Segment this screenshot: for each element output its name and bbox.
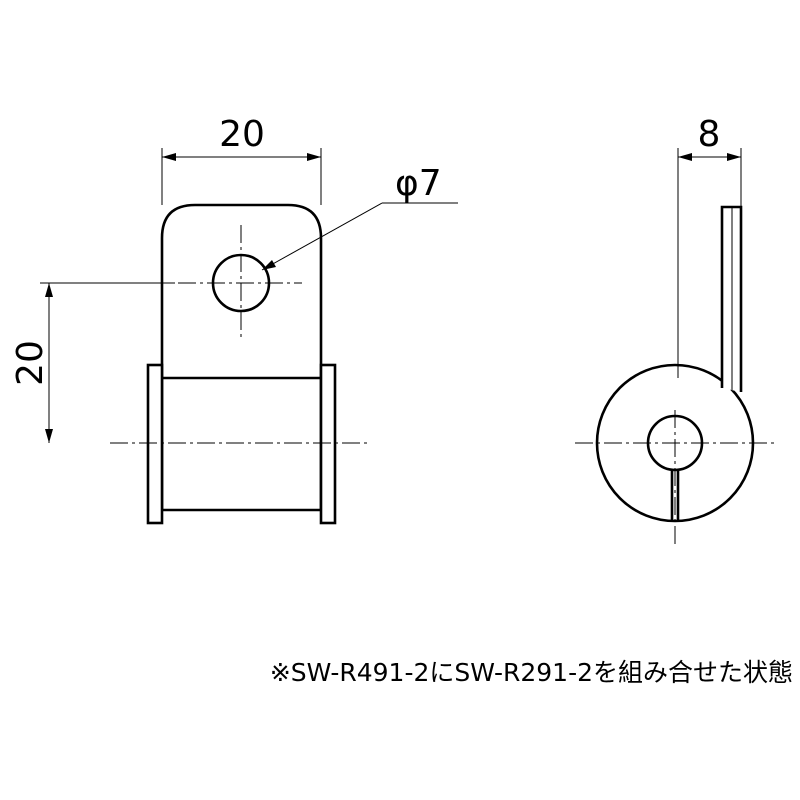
front-tab-outline	[160, 203, 323, 365]
side-thickness-dimension: 8	[677, 114, 742, 378]
hole-leader-diagonal	[261, 202, 383, 271]
hole-diameter-label: φ7	[395, 163, 442, 204]
hole-diameter-callout: φ7	[261, 163, 458, 271]
hole-leader-arrow	[262, 260, 276, 270]
front-width-label: 20	[219, 114, 265, 155]
front-view	[110, 203, 368, 525]
front-flange-left	[146, 363, 164, 525]
front-height-arrow-bottom	[45, 429, 53, 443]
side-thickness-arrow-left	[678, 153, 692, 161]
front-width-dimension: 20	[161, 114, 322, 205]
front-height-label: 20	[10, 340, 51, 386]
side-view	[575, 205, 775, 548]
front-height-dimension: 20	[10, 282, 175, 443]
front-flange-right	[319, 363, 337, 525]
assembly-note: ※SW-R491-2にSW-R291-2を組み合せた状態	[270, 658, 793, 687]
side-thickness-arrow-right	[727, 153, 741, 161]
front-width-arrow-right	[307, 153, 321, 161]
front-height-arrow-top	[45, 283, 53, 297]
front-width-arrow-left	[162, 153, 176, 161]
side-thickness-label: 8	[698, 114, 721, 155]
